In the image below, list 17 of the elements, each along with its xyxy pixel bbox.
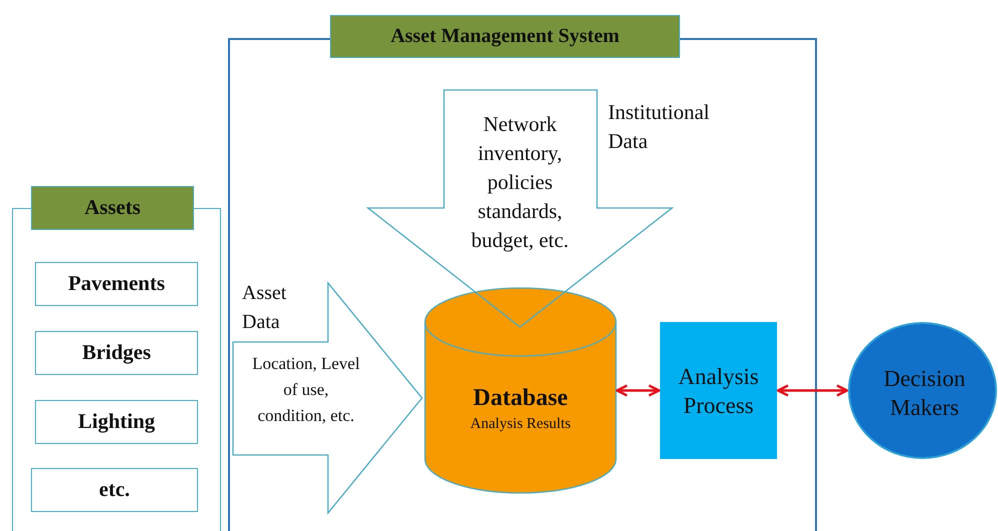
database-subtitle: Analysis Results <box>469 415 572 434</box>
process-box <box>660 322 777 459</box>
double-arrow <box>776 384 848 397</box>
section-heading: Asset Management System <box>330 15 680 58</box>
asset-card: Lighting <box>35 400 198 444</box>
section-heading: Assets <box>31 186 194 230</box>
asset-card: etc. <box>31 468 198 512</box>
asset-card: Pavements <box>35 262 198 306</box>
arrow-text: Location, Level of use, condition, etc. <box>251 353 361 427</box>
arrow-heading: Institutional Data <box>608 99 710 155</box>
actor-label: Decision Makers <box>882 365 966 422</box>
double-arrow <box>616 384 660 397</box>
database-title: Database <box>472 384 569 413</box>
arrow-heading: Asset Data <box>242 281 288 335</box>
arrow-text: Network inventory, policies standards, budget, etc. <box>470 111 570 254</box>
asset-card: Bridges <box>35 331 198 375</box>
process-label: Analysis Process <box>677 363 760 420</box>
